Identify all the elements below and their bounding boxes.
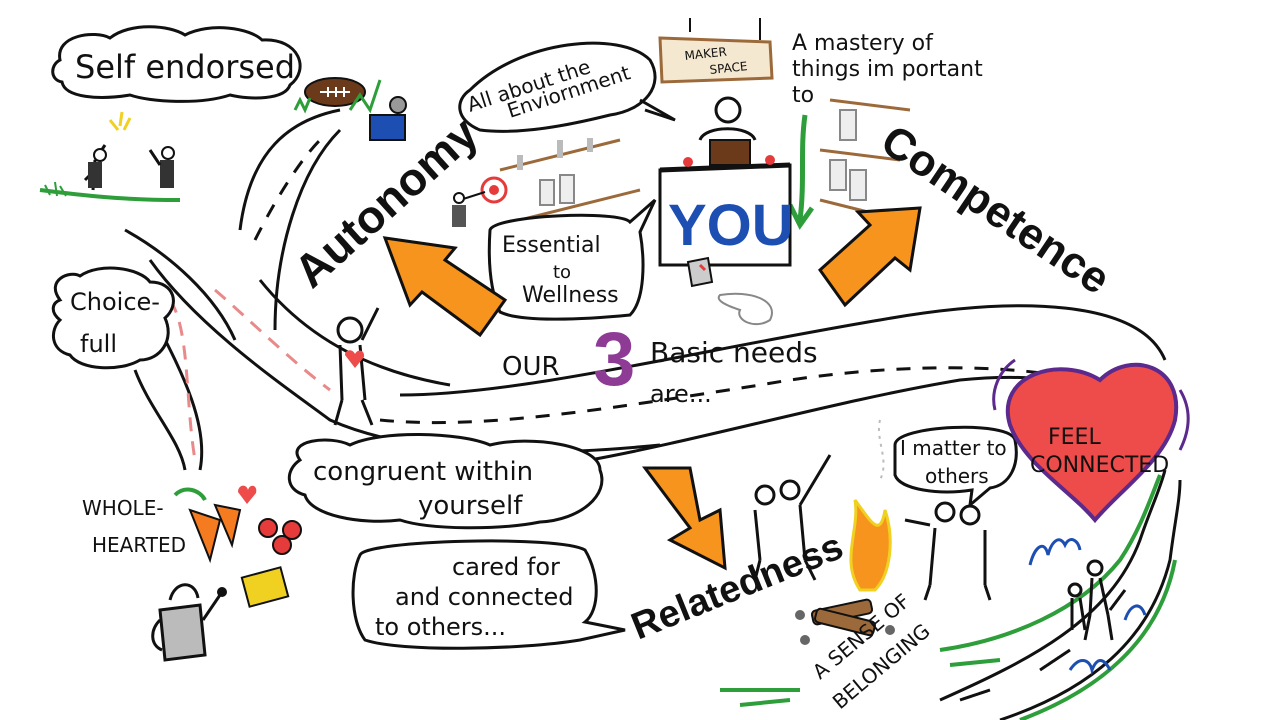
cared-for-line1: cared for	[452, 553, 560, 581]
mastery-line3: to	[792, 83, 814, 108]
essential-to-wellness-bubble: Essential to Wellness	[487, 198, 657, 321]
mastery-line1: A mastery of	[792, 31, 934, 56]
you-booth: YOU	[658, 96, 794, 267]
maker-space-line1: MAKER	[684, 45, 728, 63]
spilled-paint-icon	[686, 256, 773, 326]
lower-right-grass	[720, 474, 1177, 720]
feel-connected-line1: FEEL	[1048, 425, 1101, 450]
essential-line1: Essential	[502, 233, 601, 258]
cared-for-bubble: cared for and connected to others...	[351, 539, 626, 650]
walking-family-icon	[1067, 559, 1114, 641]
i-matter-line1: I matter to	[900, 436, 1007, 460]
essential-line2: to	[553, 262, 571, 283]
lower-right-road	[939, 469, 1182, 720]
self-endorsed-label: Self endorsed	[75, 48, 295, 86]
watering-can-icon	[151, 583, 227, 662]
road-center-dashes	[253, 138, 1151, 425]
self-endorsed-cloud: Self endorsed	[51, 25, 302, 103]
orange-arrow-relatedness	[642, 466, 727, 571]
congruent-cloud: congruent within yourself	[287, 433, 604, 530]
hugging-people-icon	[904, 501, 992, 601]
celebrating-people-icon	[39, 111, 181, 202]
i-matter-bubble: I matter to others	[893, 425, 1018, 509]
you-label: YOU	[668, 193, 794, 258]
football-player-icon	[293, 77, 407, 141]
blue-grass-icon	[1028, 538, 1147, 676]
cared-for-line2: and connected	[395, 583, 573, 611]
feel-connected-heart: FEEL CONNECTED	[992, 358, 1190, 524]
target-archer-icon	[452, 176, 508, 227]
mastery-line2: things im portant	[792, 57, 983, 82]
choice-full-label-line2: full	[80, 330, 117, 358]
cared-for-line3: to others...	[375, 613, 506, 641]
friends-people-icon	[753, 454, 832, 581]
congruent-line2: yourself	[418, 491, 523, 521]
maker-space-sign: MAKER SPACE	[658, 18, 774, 84]
orange-arrow-competence	[818, 206, 922, 308]
person-with-heart-icon	[333, 307, 380, 426]
congruent-line1: congruent within	[313, 457, 533, 487]
i-matter-line2: others	[925, 464, 989, 488]
all-about-environment-bubble: All about the Enviornment	[458, 41, 676, 133]
green-arrow-icon	[787, 114, 815, 230]
relatedness-label: Relatedness	[626, 526, 849, 649]
wholehearted-line2: HEARTED	[92, 533, 186, 557]
orange-arrow-autonomy	[382, 236, 508, 338]
vegetable-garden-icon	[173, 485, 302, 608]
choice-full-label-line1: Choice-	[70, 288, 160, 316]
choice-full-cloud: Choice- full	[51, 266, 175, 370]
are-label: are...	[650, 380, 712, 408]
wholehearted-line1: WHOLE-	[82, 496, 164, 520]
campfire-icon	[795, 419, 895, 645]
left-shelves-icon	[499, 138, 641, 222]
three-label: 3	[593, 317, 635, 402]
road-center-dashes-pink	[168, 288, 331, 461]
maker-space-line2: SPACE	[709, 59, 748, 77]
essential-line3: Wellness	[522, 283, 619, 308]
basic-needs-label: Basic needs	[650, 336, 818, 369]
feel-connected-line2: CONNECTED	[1030, 453, 1169, 478]
our-label: OUR	[502, 352, 560, 382]
